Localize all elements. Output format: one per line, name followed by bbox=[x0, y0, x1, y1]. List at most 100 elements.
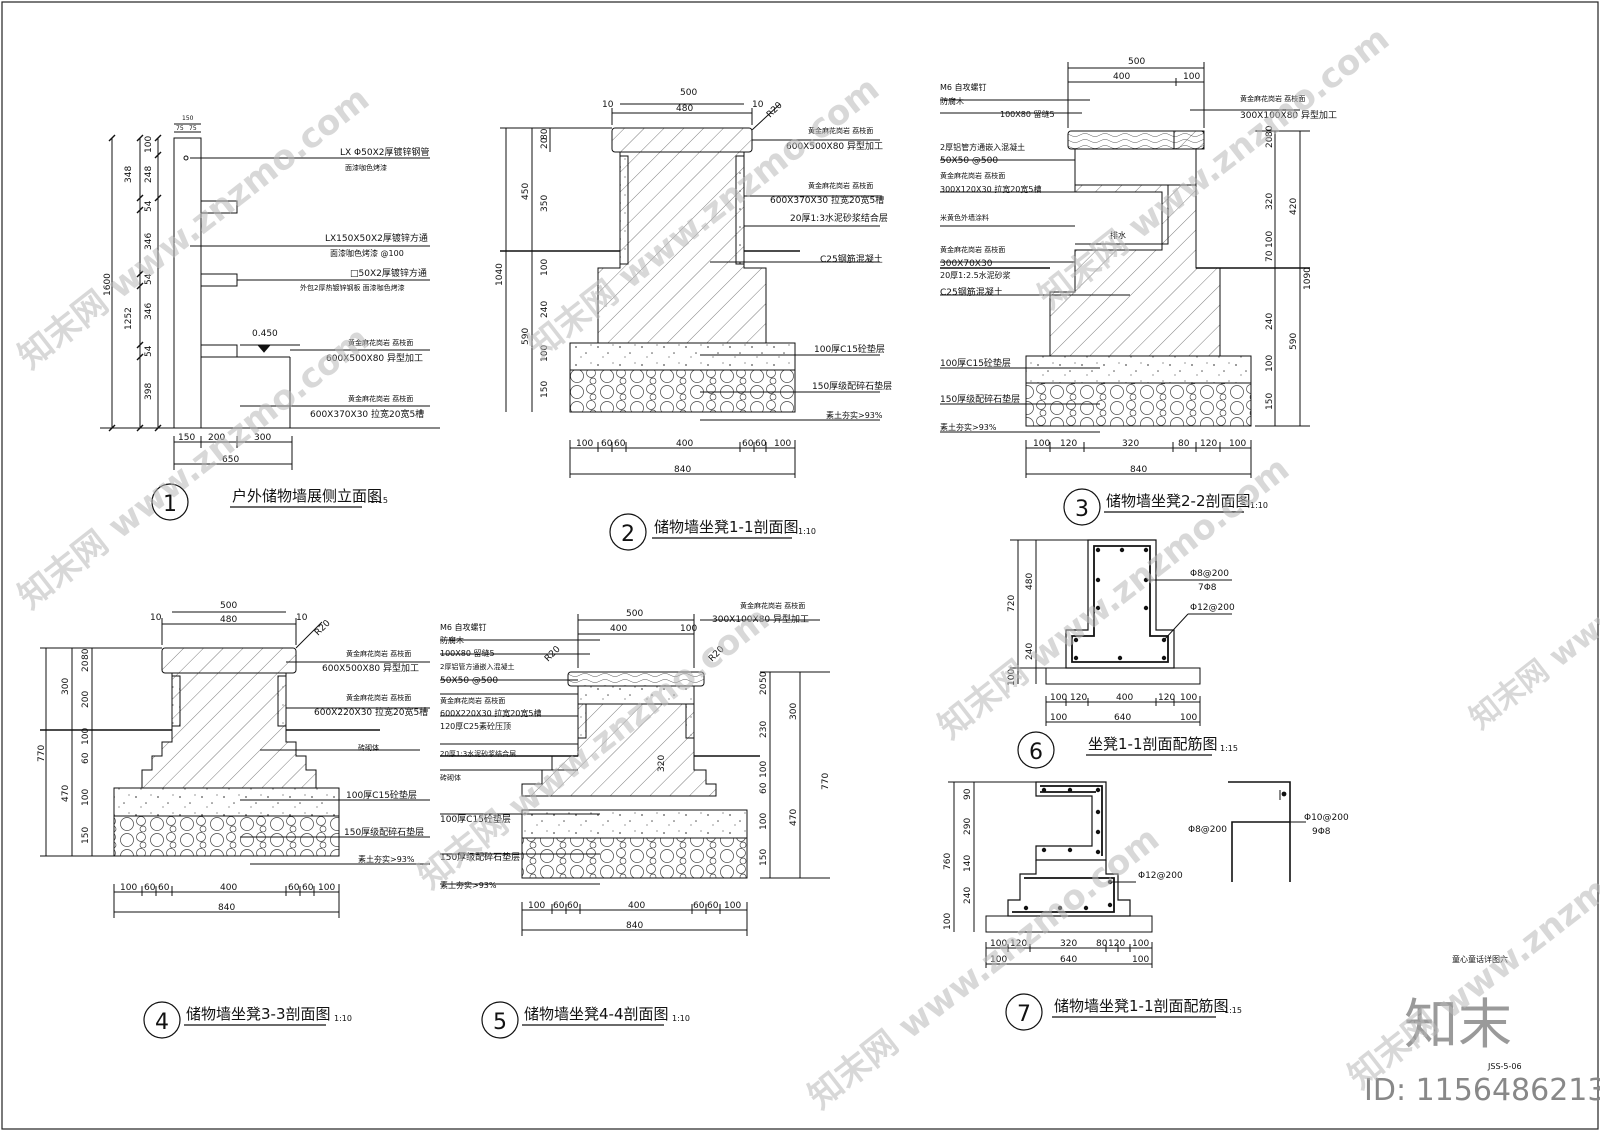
v3-v590: 590 bbox=[1289, 333, 1299, 350]
view-2-title: 储物墙坐凳1-1剖面图 bbox=[654, 518, 799, 536]
v4-b60b: 60 bbox=[158, 883, 170, 893]
v3-mortar: 20厚1:2.5水泥砂浆 bbox=[940, 270, 1011, 280]
v4-v100a: 100 bbox=[81, 728, 91, 745]
v7-v100: 100 bbox=[943, 913, 953, 930]
v4-b840: 840 bbox=[218, 903, 235, 913]
view-5-number: 5 bbox=[493, 1010, 507, 1035]
dim-346-a: 346 bbox=[144, 233, 154, 250]
v5-soil: 素土夯实>93% bbox=[440, 880, 497, 890]
v3-v80: 80 bbox=[1265, 125, 1275, 137]
v3-v70: 70 bbox=[1265, 250, 1275, 262]
view-7-title: 储物墙坐凳1-1剖面配筋图 bbox=[1054, 997, 1229, 1015]
v2-granite-600x370: 600X370X30 拉宽20宽5槽 bbox=[770, 194, 884, 206]
view-1-text: LX Φ50X2厚镀锌钢管 面漆咖色烤漆 LX150X50X2厚镀锌方通 面漆咖… bbox=[103, 115, 429, 465]
dim-248: 248 bbox=[144, 166, 154, 183]
v7-r3: Φ12@200 bbox=[1138, 871, 1183, 881]
label-granite-b: 黄金麻花岗岩 荔枝面 bbox=[348, 394, 413, 403]
v7-c100b: 100 bbox=[1132, 955, 1149, 965]
v5-v230: 230 bbox=[759, 721, 769, 738]
v3-dim-400: 400 bbox=[1113, 72, 1130, 82]
view-2-text: 500 480 10 10 R20 黄金麻花岗岩 荔枝面 600X500X80 … bbox=[495, 88, 892, 475]
dim-150-bot: 150 bbox=[178, 433, 195, 443]
v2-dim-10a: 10 bbox=[602, 100, 614, 110]
v5-al: 2厚铝管方通嵌入混凝土 bbox=[440, 662, 514, 671]
v6-r3: Φ12@200 bbox=[1190, 603, 1235, 613]
v5-v770: 770 bbox=[821, 773, 831, 790]
v3-drain: 排水 bbox=[1110, 230, 1126, 240]
v2-granite-600x500: 600X500X80 异型加工 bbox=[786, 141, 883, 152]
label-tube-finish: 面漆咖色烤漆 @100 bbox=[330, 248, 404, 258]
v4-r20: R20 bbox=[313, 618, 333, 638]
v3-gravel: 150厚级配碎石垫层 bbox=[940, 393, 1020, 405]
v2-gravel: 150厚级配碎石垫层 bbox=[812, 380, 892, 392]
v5-v150: 150 bbox=[759, 849, 769, 866]
view-6-scale: 1:15 bbox=[1220, 744, 1238, 753]
v2-r20: R20 bbox=[765, 100, 785, 120]
v5-brick: 砖砌体 bbox=[440, 773, 461, 782]
v6-b400: 400 bbox=[1116, 693, 1133, 703]
v4-dim-500: 500 bbox=[220, 601, 237, 611]
view-3-title: 储物墙坐凳2-2剖面图 bbox=[1106, 492, 1251, 510]
dim-650: 650 bbox=[222, 455, 239, 465]
v4-b400: 400 bbox=[220, 883, 237, 893]
view-6-number: 6 bbox=[1029, 740, 1043, 765]
view-7-number: 7 bbox=[1017, 1002, 1031, 1027]
v5-mortar: 20厚1:3水泥砂浆结合层 bbox=[440, 749, 516, 758]
v6-r1: Φ8@200 bbox=[1190, 569, 1229, 579]
v4-gravel: 150厚级配碎石垫层 bbox=[344, 826, 424, 838]
v2-b60d: 60 bbox=[755, 439, 767, 449]
v7-c640: 640 bbox=[1060, 955, 1077, 965]
v5-v20: 20 bbox=[759, 683, 769, 695]
v2-dim-500: 500 bbox=[680, 88, 697, 98]
v4-b60d: 60 bbox=[302, 883, 314, 893]
v3-v420: 420 bbox=[1289, 198, 1299, 215]
v5-b100a: 100 bbox=[528, 901, 545, 911]
v2-b100a: 100 bbox=[576, 439, 593, 449]
v4-granite-600x220: 600X220X30 拉宽20宽5槽 bbox=[314, 706, 428, 718]
view-5-section bbox=[440, 614, 830, 936]
v4-v60: 60 bbox=[81, 752, 91, 764]
dim-300-bot: 300 bbox=[254, 433, 271, 443]
v5-b400: 400 bbox=[628, 901, 645, 911]
znzmo-logo: 知末 bbox=[1404, 993, 1512, 1056]
v4-dim-10a: 10 bbox=[150, 613, 162, 623]
v3-v20: 20 bbox=[1265, 136, 1275, 148]
watermark-6: 知末网 www.znzmo.com bbox=[801, 819, 1167, 1117]
label-granite-600x370: 600X370X30 拉宽20宽5槽 bbox=[310, 408, 424, 420]
label-granite-a: 黄金麻花岗岩 荔枝面 bbox=[348, 338, 413, 347]
dim-346-b: 346 bbox=[144, 303, 154, 320]
v2-b60c: 60 bbox=[742, 439, 754, 449]
dim-1600: 1600 bbox=[103, 273, 113, 296]
view-3-section bbox=[940, 62, 1310, 478]
drawing-code: JSS-5-06 bbox=[1487, 1062, 1522, 1071]
label-square-tube: □50X2厚镀锌方通 bbox=[350, 267, 427, 279]
v5-granite-b: 黄金麻花岗岩 荔枝面 bbox=[740, 601, 805, 610]
v5-wood: 防腐木 bbox=[440, 635, 464, 645]
v4-b100a: 100 bbox=[120, 883, 137, 893]
dim-54-c: 54 bbox=[144, 345, 154, 357]
level-mark: 0.450 bbox=[252, 329, 278, 339]
title-view-1: 1 户外储物墙展侧立面图 1:15 bbox=[151, 483, 388, 521]
v5-granite-600x220: 600X220X30 拉宽20宽5槽 bbox=[440, 708, 542, 718]
v4-c15: 100厚C15砼垫层 bbox=[346, 789, 417, 801]
label-granite-600x500: 600X500X80 异型加工 bbox=[326, 353, 423, 364]
v5-r20a: R20 bbox=[543, 644, 563, 664]
dim-200-bot: 200 bbox=[208, 433, 225, 443]
v3-b120a: 120 bbox=[1060, 439, 1077, 449]
v4-brick: 砖砌体 bbox=[358, 743, 379, 752]
v3-v150: 150 bbox=[1265, 393, 1275, 410]
v3-bolt: M6 自攻螺钉 bbox=[940, 82, 987, 92]
v5-granite-300x100: 300X100X80 异型加工 bbox=[712, 614, 809, 625]
dim-398: 398 bbox=[144, 383, 154, 400]
v7-v240: 240 bbox=[963, 887, 973, 904]
v3-granite-a: 黄金麻花岗岩 荔枝面 bbox=[940, 171, 1005, 180]
v6-v240: 240 bbox=[1025, 643, 1035, 660]
label-pipe-finish: 面漆咖色烤漆 bbox=[345, 163, 387, 172]
v6-c640: 640 bbox=[1114, 713, 1131, 723]
view-4-text: 500 480 10 10 R20 黄金麻花岗岩 荔枝面 600X500X80 … bbox=[37, 601, 428, 913]
view-1-title: 户外储物墙展侧立面图 bbox=[232, 487, 382, 505]
view-4-number: 4 bbox=[155, 1010, 169, 1035]
v6-v480: 480 bbox=[1025, 573, 1035, 590]
v2-v240: 240 bbox=[540, 301, 550, 318]
v6-v720: 720 bbox=[1007, 595, 1017, 612]
